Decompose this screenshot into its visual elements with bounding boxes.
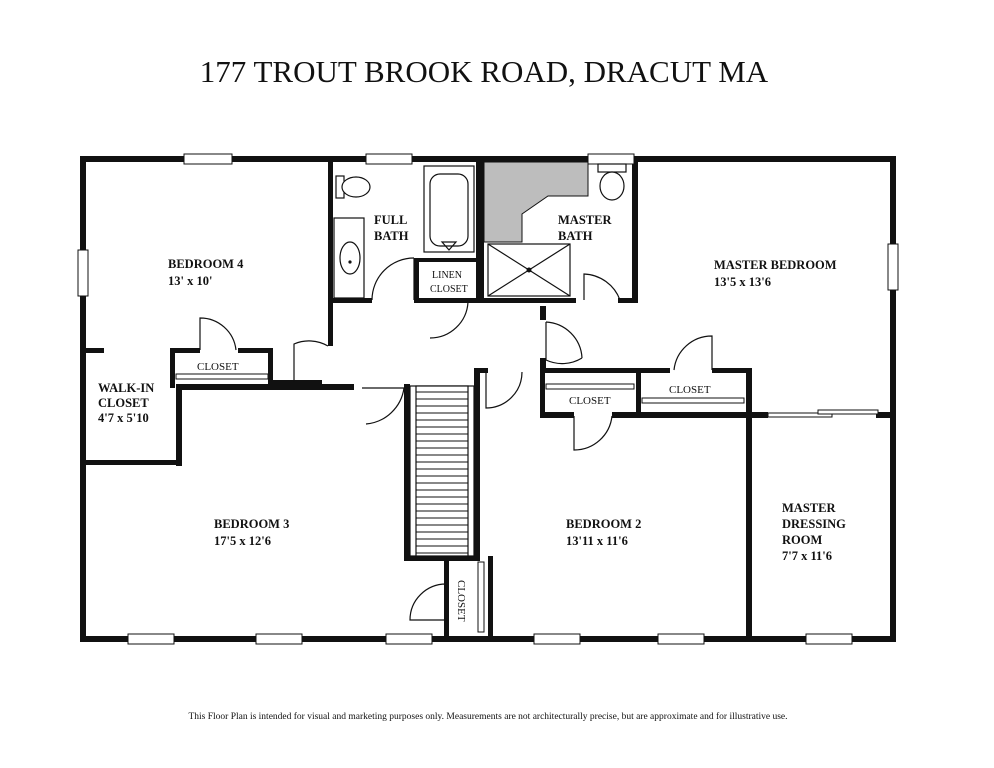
bedroom3-name: BEDROOM 3	[214, 517, 289, 531]
dressing-room-line1: MASTER	[782, 501, 836, 515]
staircase	[409, 385, 475, 557]
exterior-walls	[80, 156, 896, 642]
dressing-room-size: 7'7 x 11'6	[782, 549, 832, 563]
master-bedroom-size: 13'5 x 13'6	[714, 275, 771, 289]
toilet-icon	[597, 163, 627, 201]
doors	[199, 257, 713, 621]
room-labels: BEDROOM 4 13' x 10' FULL BATH LINEN CLOS…	[98, 213, 846, 622]
fixtures	[333, 161, 627, 299]
shower-icon	[487, 243, 571, 297]
bedroom2-name: BEDROOM 2	[566, 517, 641, 531]
vanity-counter	[483, 161, 589, 243]
bedroom4-size: 13' x 10'	[168, 274, 212, 288]
master-bath-line1: MASTER	[558, 213, 612, 227]
walkin-closet-line1: WALK-IN	[98, 381, 154, 395]
bedroom4-name: BEDROOM 4	[168, 257, 244, 271]
walkin-closet-line2: CLOSET	[98, 396, 149, 410]
full-bath-line2: BATH	[374, 229, 409, 243]
bathtub-icon	[423, 165, 475, 253]
sink-icon	[333, 217, 365, 299]
linen-closet-line2: CLOSET	[430, 284, 468, 295]
bedroom3-size: 17'5 x 12'6	[214, 534, 271, 548]
plan-title: 177 TROUT BROOK ROAD, DRACUT MA	[200, 54, 769, 89]
bedroom2-size: 13'11 x 11'6	[566, 534, 628, 548]
walkin-closet-size: 4'7 x 5'10	[98, 411, 149, 425]
windows	[77, 153, 899, 645]
dressing-room-line3: ROOM	[782, 533, 822, 547]
closet-rods	[175, 373, 745, 633]
master-bath-line2: BATH	[558, 229, 593, 243]
closet-label-bedroom2: CLOSET	[569, 395, 611, 407]
master-bedroom-name: MASTER BEDROOM	[714, 258, 837, 272]
dressing-room-line2: DRESSING	[782, 517, 846, 531]
toilet-icon	[335, 175, 371, 199]
closet-label-master: CLOSET	[669, 384, 711, 396]
full-bath-line1: FULL	[374, 213, 407, 227]
closet-label-bedroom4: CLOSET	[197, 361, 239, 373]
closet-label-hall: CLOSET	[455, 580, 467, 622]
disclaimer: This Floor Plan is intended for visual a…	[188, 711, 787, 722]
interior-walls	[80, 160, 896, 640]
linen-closet-line1: LINEN	[432, 270, 462, 281]
